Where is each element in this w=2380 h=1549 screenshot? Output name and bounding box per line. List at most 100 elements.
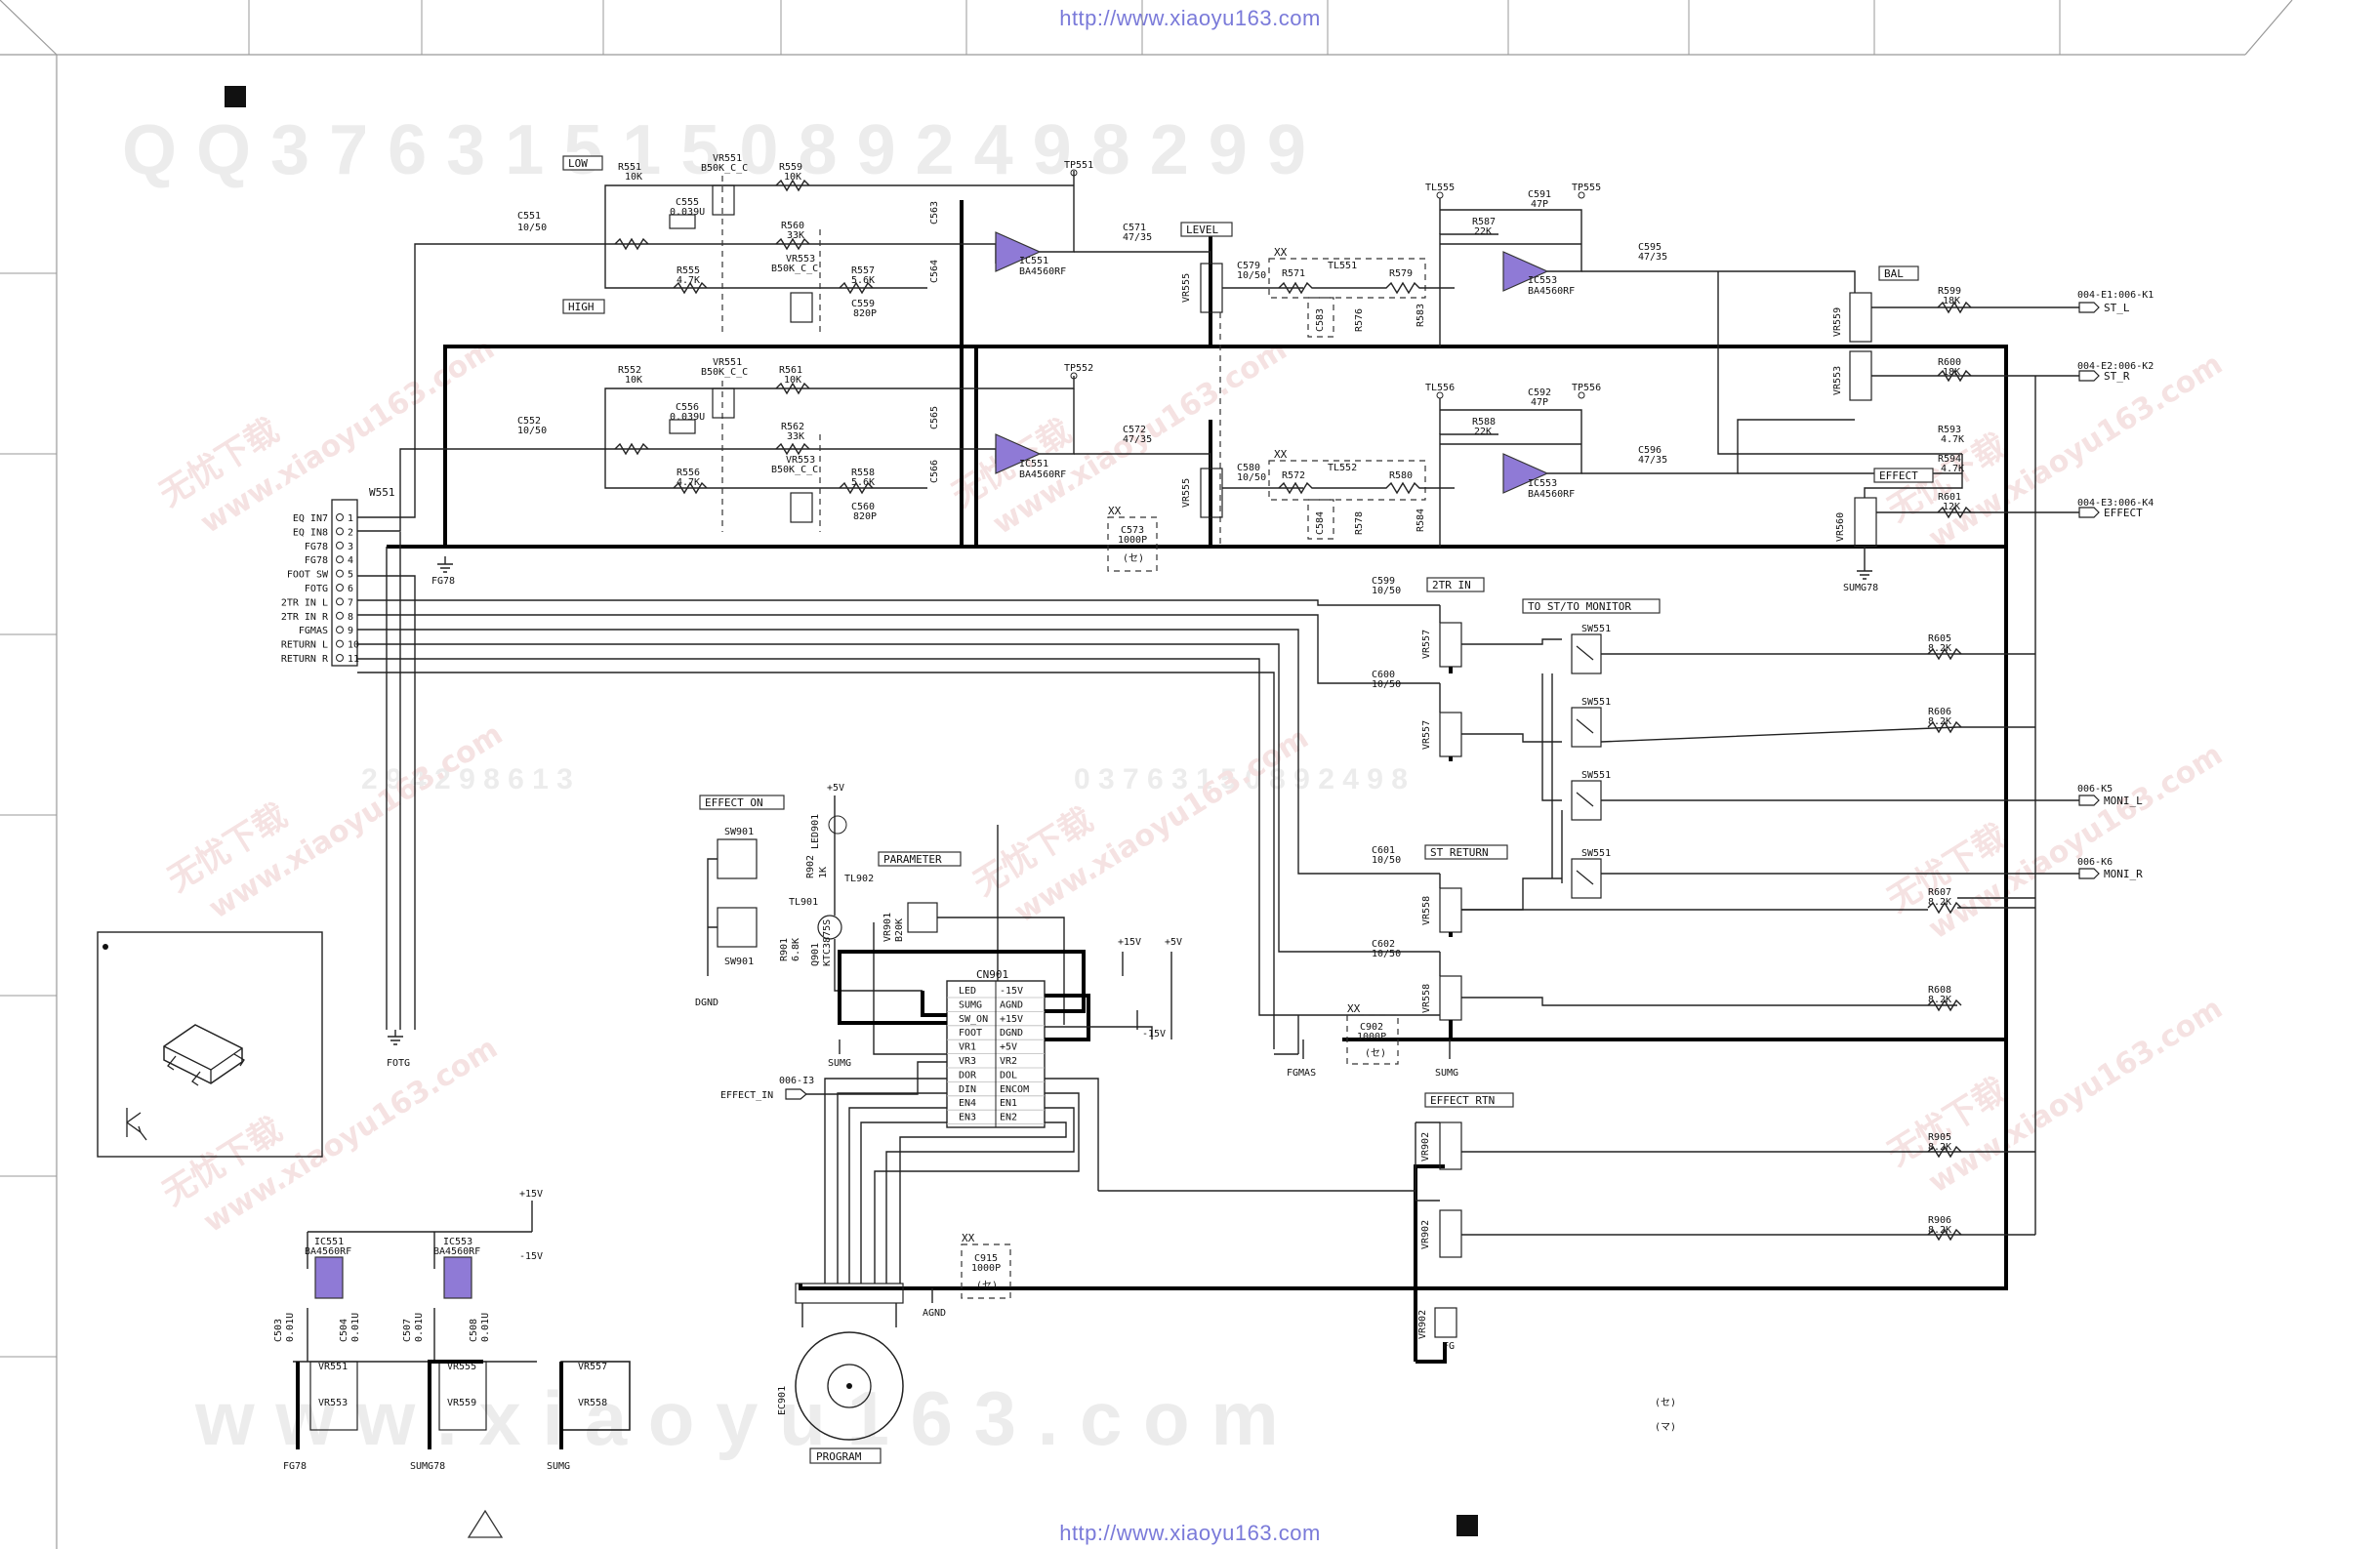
c555-value: 0.039U — [670, 207, 705, 218]
vr902a-label: VR902 — [1420, 1132, 1431, 1162]
effect-in-port-icon — [785, 1088, 807, 1100]
w551-pin-label: RETURN L — [281, 640, 328, 651]
cn901-pin-left: VR3 — [959, 1056, 976, 1067]
effect-rtn-section: EFFECT RTN VR902 VR902 R905 8.2K R906 8.… — [1415, 1092, 1962, 1364]
registration-mark-bottom — [1457, 1515, 1478, 1536]
r561-value: 10K — [784, 375, 801, 386]
r906-label: R906 — [1928, 1215, 1951, 1226]
vr553p-label: VR553 — [318, 1398, 348, 1408]
c601-value: 10/50 — [1372, 855, 1401, 866]
c555-label: C555 — [676, 197, 699, 208]
watermark-mid-row-2: 0 3 7 6 3 1 5 0 8 9 2 4 9 8 — [1074, 763, 1408, 795]
r583-label: R583 — [1416, 304, 1426, 327]
return-section: C599 10/50 C600 10/50 C601 10/50 C602 10… — [357, 576, 2035, 1079]
w551-pin-number: 4 — [348, 555, 353, 566]
w551-pin-label: FG78 — [305, 542, 328, 552]
w551-pin-terminal — [336, 584, 344, 591]
pwr-ic551-part: BA4560RF — [305, 1246, 351, 1257]
cn901-pin-left: DOR — [959, 1070, 977, 1080]
vr553c-label: VR553 — [786, 455, 815, 466]
ground-buses — [387, 200, 2008, 1362]
pwr-ic553-label: IC553 — [443, 1237, 472, 1247]
tl551-label: TL551 — [1328, 261, 1357, 271]
r906-value: 8.2K — [1928, 1225, 1951, 1236]
tl901-label: TL901 — [789, 897, 818, 908]
tp551-label: TP551 — [1064, 160, 1093, 171]
w551-pin-label: EQ IN8 — [293, 527, 328, 538]
w551-pin-terminal — [336, 541, 344, 550]
c560-value: 820P — [853, 511, 877, 522]
c602-label: C602 — [1372, 939, 1395, 950]
ground-fg78-b: FG78 — [283, 1461, 307, 1472]
tp555-label: TP555 — [1572, 183, 1601, 193]
vr558p-label: VR558 — [578, 1398, 607, 1408]
vr902c-label: VR902 — [1417, 1310, 1428, 1339]
xx-marker-4: XX — [1347, 1002, 1361, 1015]
c556-label: C556 — [676, 402, 699, 413]
r605-value: 8.2K — [1928, 643, 1951, 654]
vr555b-label: VR555 — [1181, 478, 1192, 508]
vr559-label: VR559 — [1832, 307, 1843, 337]
package-inset — [97, 931, 323, 1158]
vr557a-label: VR557 — [1421, 630, 1432, 659]
vr559p-label: VR559 — [447, 1398, 476, 1408]
tl555-label: TL555 — [1425, 183, 1455, 193]
r552-label: R552 — [618, 365, 641, 376]
vr555-label: VR555 — [1181, 273, 1192, 303]
c559-value: 820P — [853, 308, 877, 319]
lower-channel: C552 10/50 R552 10K VR551 B50K_C_C R561 … — [357, 350, 2040, 572]
cn901-pin-right: VR2 — [1000, 1056, 1017, 1067]
r560-label: R560 — [781, 221, 804, 231]
cn901-pin-right: +5V — [1000, 1042, 1017, 1053]
r560-value: 33K — [787, 230, 804, 241]
cn901-pin-left: LED — [959, 986, 976, 997]
vr551-label: VR551 — [713, 153, 742, 164]
w551-pin-terminal — [336, 611, 344, 620]
ground-dgnd: DGND — [695, 998, 718, 1008]
legend: (セ) (マ) — [1655, 1397, 1676, 1433]
tp556-label: TP556 — [1572, 383, 1601, 393]
effect-in-label: EFFECT_IN — [720, 1090, 773, 1101]
c915-label: C915 — [974, 1253, 998, 1264]
c552-label: C552 — [517, 416, 541, 427]
w551-pin-number: 10 — [348, 640, 359, 651]
watermark-qq-number: Q Q 3 7 6 3 1 5 1 5 0 8 9 2 4 9 8 2 9 9 — [122, 111, 1306, 189]
ground-sumg78-b: SUMG78 — [410, 1461, 445, 1472]
c579-value: 10/50 — [1237, 270, 1266, 281]
st-r-port-icon — [2078, 370, 2100, 382]
r572-label: R572 — [1282, 470, 1305, 481]
r588-label: R588 — [1472, 417, 1496, 428]
r579-label: R579 — [1389, 268, 1413, 279]
r557-label: R557 — [851, 265, 875, 276]
moni-l-label: MONI_L — [2104, 795, 2143, 807]
label-effect-rtn: EFFECT RTN — [1430, 1094, 1495, 1107]
r601-value: 12K — [1943, 502, 1960, 512]
w551-pin-terminal — [336, 513, 344, 521]
r588-value: 22K — [1474, 427, 1492, 437]
watermark-mid-row: 2 9 4 2 9 8 6 1 3 — [361, 763, 573, 795]
registration-mark-top — [225, 86, 246, 107]
q901-value: KTC3875S — [822, 919, 833, 966]
c504-value: 0.01U — [350, 1313, 361, 1342]
c600-value: 10/50 — [1372, 679, 1401, 690]
pwr-ic551-label: IC551 — [314, 1237, 344, 1247]
c580-value: 10/50 — [1237, 472, 1266, 483]
xx-marker-1: XX — [1274, 246, 1288, 259]
sw551-label: SW551 — [1581, 624, 1611, 634]
c551-label: C551 — [517, 211, 541, 222]
plus5v-label: +5V — [827, 783, 844, 794]
vr902b-label: VR902 — [1420, 1220, 1431, 1249]
w551-pin-number: 3 — [348, 542, 353, 552]
w551-pin-label: RETURN R — [281, 654, 329, 665]
c601-label: C601 — [1372, 845, 1395, 856]
ground-fgmas: FGMAS — [1287, 1068, 1316, 1079]
c563-label: C563 — [929, 201, 940, 224]
r905-label: R905 — [1928, 1132, 1951, 1143]
xx-marker-3: XX — [1274, 448, 1288, 461]
c565-label: C565 — [929, 406, 940, 429]
ic553-opamp-a-icon — [1502, 251, 1549, 292]
tl556-label: TL556 — [1425, 383, 1455, 393]
r559-label: R559 — [779, 162, 802, 173]
r607-value: 8.2K — [1928, 897, 1951, 908]
c564-label: C564 — [929, 260, 940, 283]
